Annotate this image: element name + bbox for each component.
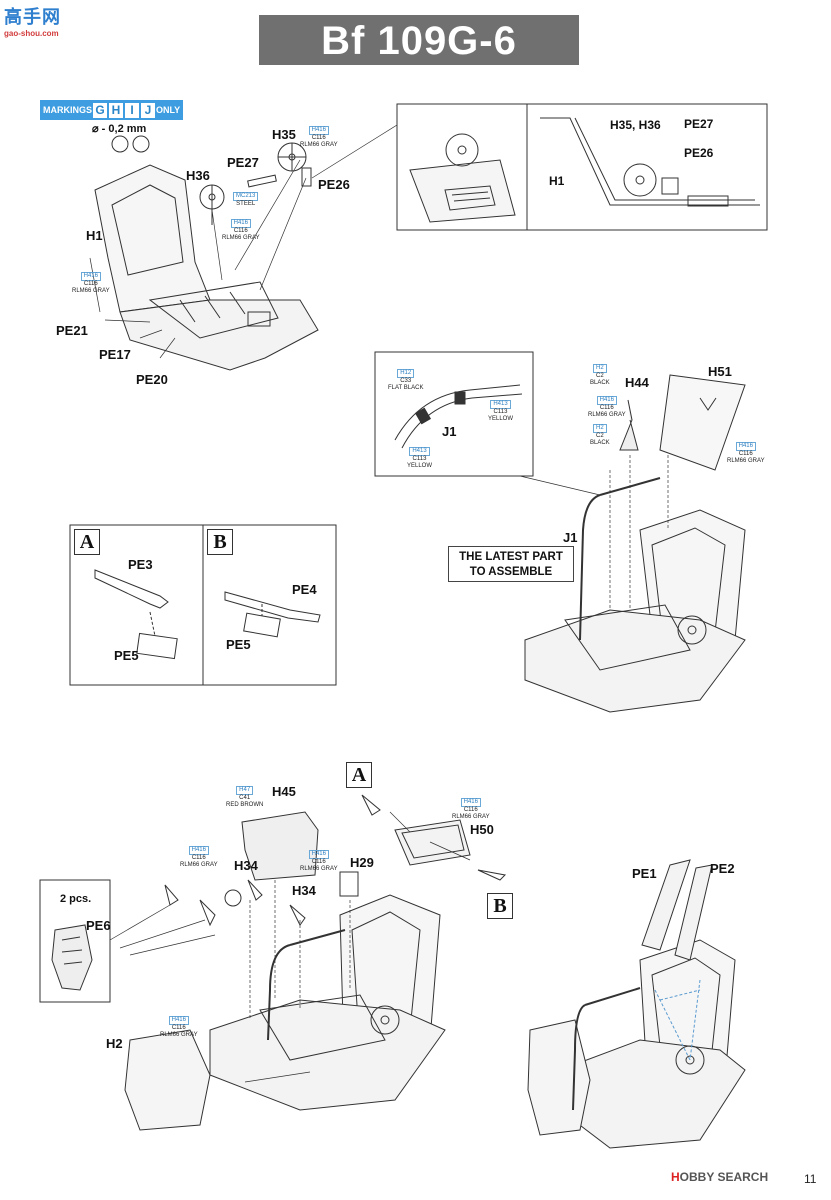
part-h44: H44 xyxy=(625,375,649,390)
part-j1-detail: J1 xyxy=(442,424,457,439)
detail-box-2 xyxy=(526,103,768,231)
pe6-box xyxy=(39,879,111,1003)
question-icon-step4 xyxy=(224,889,242,907)
part-h51: H51 xyxy=(708,364,732,379)
markings-prefix: MARKINGS xyxy=(43,105,92,115)
part-pe5-a: PE5 xyxy=(114,648,139,663)
part-pe1: PE1 xyxy=(632,866,657,881)
latest-part-line2: TO ASSEMBLE xyxy=(469,566,553,578)
marking-letter-g: G xyxy=(93,102,107,118)
watermark-url: gao-shou.com xyxy=(4,29,59,38)
part-h34-b: H34 xyxy=(292,883,316,898)
seat-assembly-step4 xyxy=(109,794,507,1131)
page-title: Bf 109G-6 xyxy=(259,15,579,65)
part-h2: H2 xyxy=(106,1036,123,1051)
part-pe26: PE26 xyxy=(318,177,350,192)
belt-pe4-drawing xyxy=(224,591,321,638)
handwheel-h35 xyxy=(277,142,307,172)
drill-icon xyxy=(111,135,129,153)
latest-part-note: THE LATEST PART TO ASSEMBLE xyxy=(448,546,574,582)
marking-letter-i: I xyxy=(125,102,139,118)
part-pe2: PE2 xyxy=(710,861,735,876)
part-pe4: PE4 xyxy=(292,582,317,597)
watermark-logo: 高手网 gao-shou.com xyxy=(4,3,76,41)
part-pe20: PE20 xyxy=(136,372,168,387)
seat-assembly-step3 xyxy=(524,374,746,713)
belt-pe3-drawing xyxy=(94,569,178,660)
watermark-chars: 高手网 xyxy=(4,7,61,27)
part-pe17: PE17 xyxy=(99,347,131,362)
part-pe26-detail: PE26 xyxy=(684,146,714,160)
detail-2-drawing xyxy=(540,117,760,207)
pe26-bracket xyxy=(301,167,312,187)
markings-suffix: ONLY xyxy=(156,105,181,115)
part-h35-h36: H35, H36 xyxy=(610,118,661,132)
question-icon xyxy=(132,135,150,153)
part-h45: H45 xyxy=(272,784,296,799)
drill-size-label: ⌀ - 0,2 mm xyxy=(92,123,147,135)
tag-a-step4: A xyxy=(346,762,372,788)
part-h29: H29 xyxy=(350,855,374,870)
j1-tube-detail xyxy=(394,384,523,449)
marking-letter-h: H xyxy=(109,102,123,118)
part-h36: H36 xyxy=(186,168,210,183)
part-h50: H50 xyxy=(470,822,494,837)
seat-h1-drawing xyxy=(94,164,319,371)
part-h1-detail: H1 xyxy=(549,174,565,188)
markings-badge: MARKINGS G H I J ONLY xyxy=(40,100,184,120)
latest-part-line1: THE LATEST PART xyxy=(459,551,563,563)
part-pe3: PE3 xyxy=(128,557,153,572)
part-pe27-detail: PE27 xyxy=(684,117,714,131)
tag-b-belt: B xyxy=(207,529,233,555)
detail-1-drawing xyxy=(409,133,516,223)
part-pe6: PE6 xyxy=(86,918,111,933)
page-number: 11 xyxy=(804,1172,817,1186)
tag-a-belt: A xyxy=(74,529,100,555)
part-pe21: PE21 xyxy=(56,323,88,338)
part-h35: H35 xyxy=(272,127,296,142)
seat-assembly-final xyxy=(527,859,746,1149)
belt-box-b xyxy=(202,524,337,686)
pe27-strip xyxy=(247,174,277,188)
part-pe27: PE27 xyxy=(227,155,259,170)
part-h34-a: H34 xyxy=(234,858,258,873)
handwheel-h36 xyxy=(199,184,225,225)
pe6-count: 2 pcs. xyxy=(60,893,92,905)
part-pe5-b: PE5 xyxy=(226,637,251,652)
part-j1: J1 xyxy=(563,530,578,545)
j1-detail-box xyxy=(374,351,534,477)
tag-b-step4: B xyxy=(487,893,513,919)
pe6-drawing xyxy=(51,924,93,991)
part-h1: H1 xyxy=(86,228,103,243)
marking-letter-j: J xyxy=(141,102,155,118)
footer-brand: HOBBY SEARCH xyxy=(671,1170,769,1184)
